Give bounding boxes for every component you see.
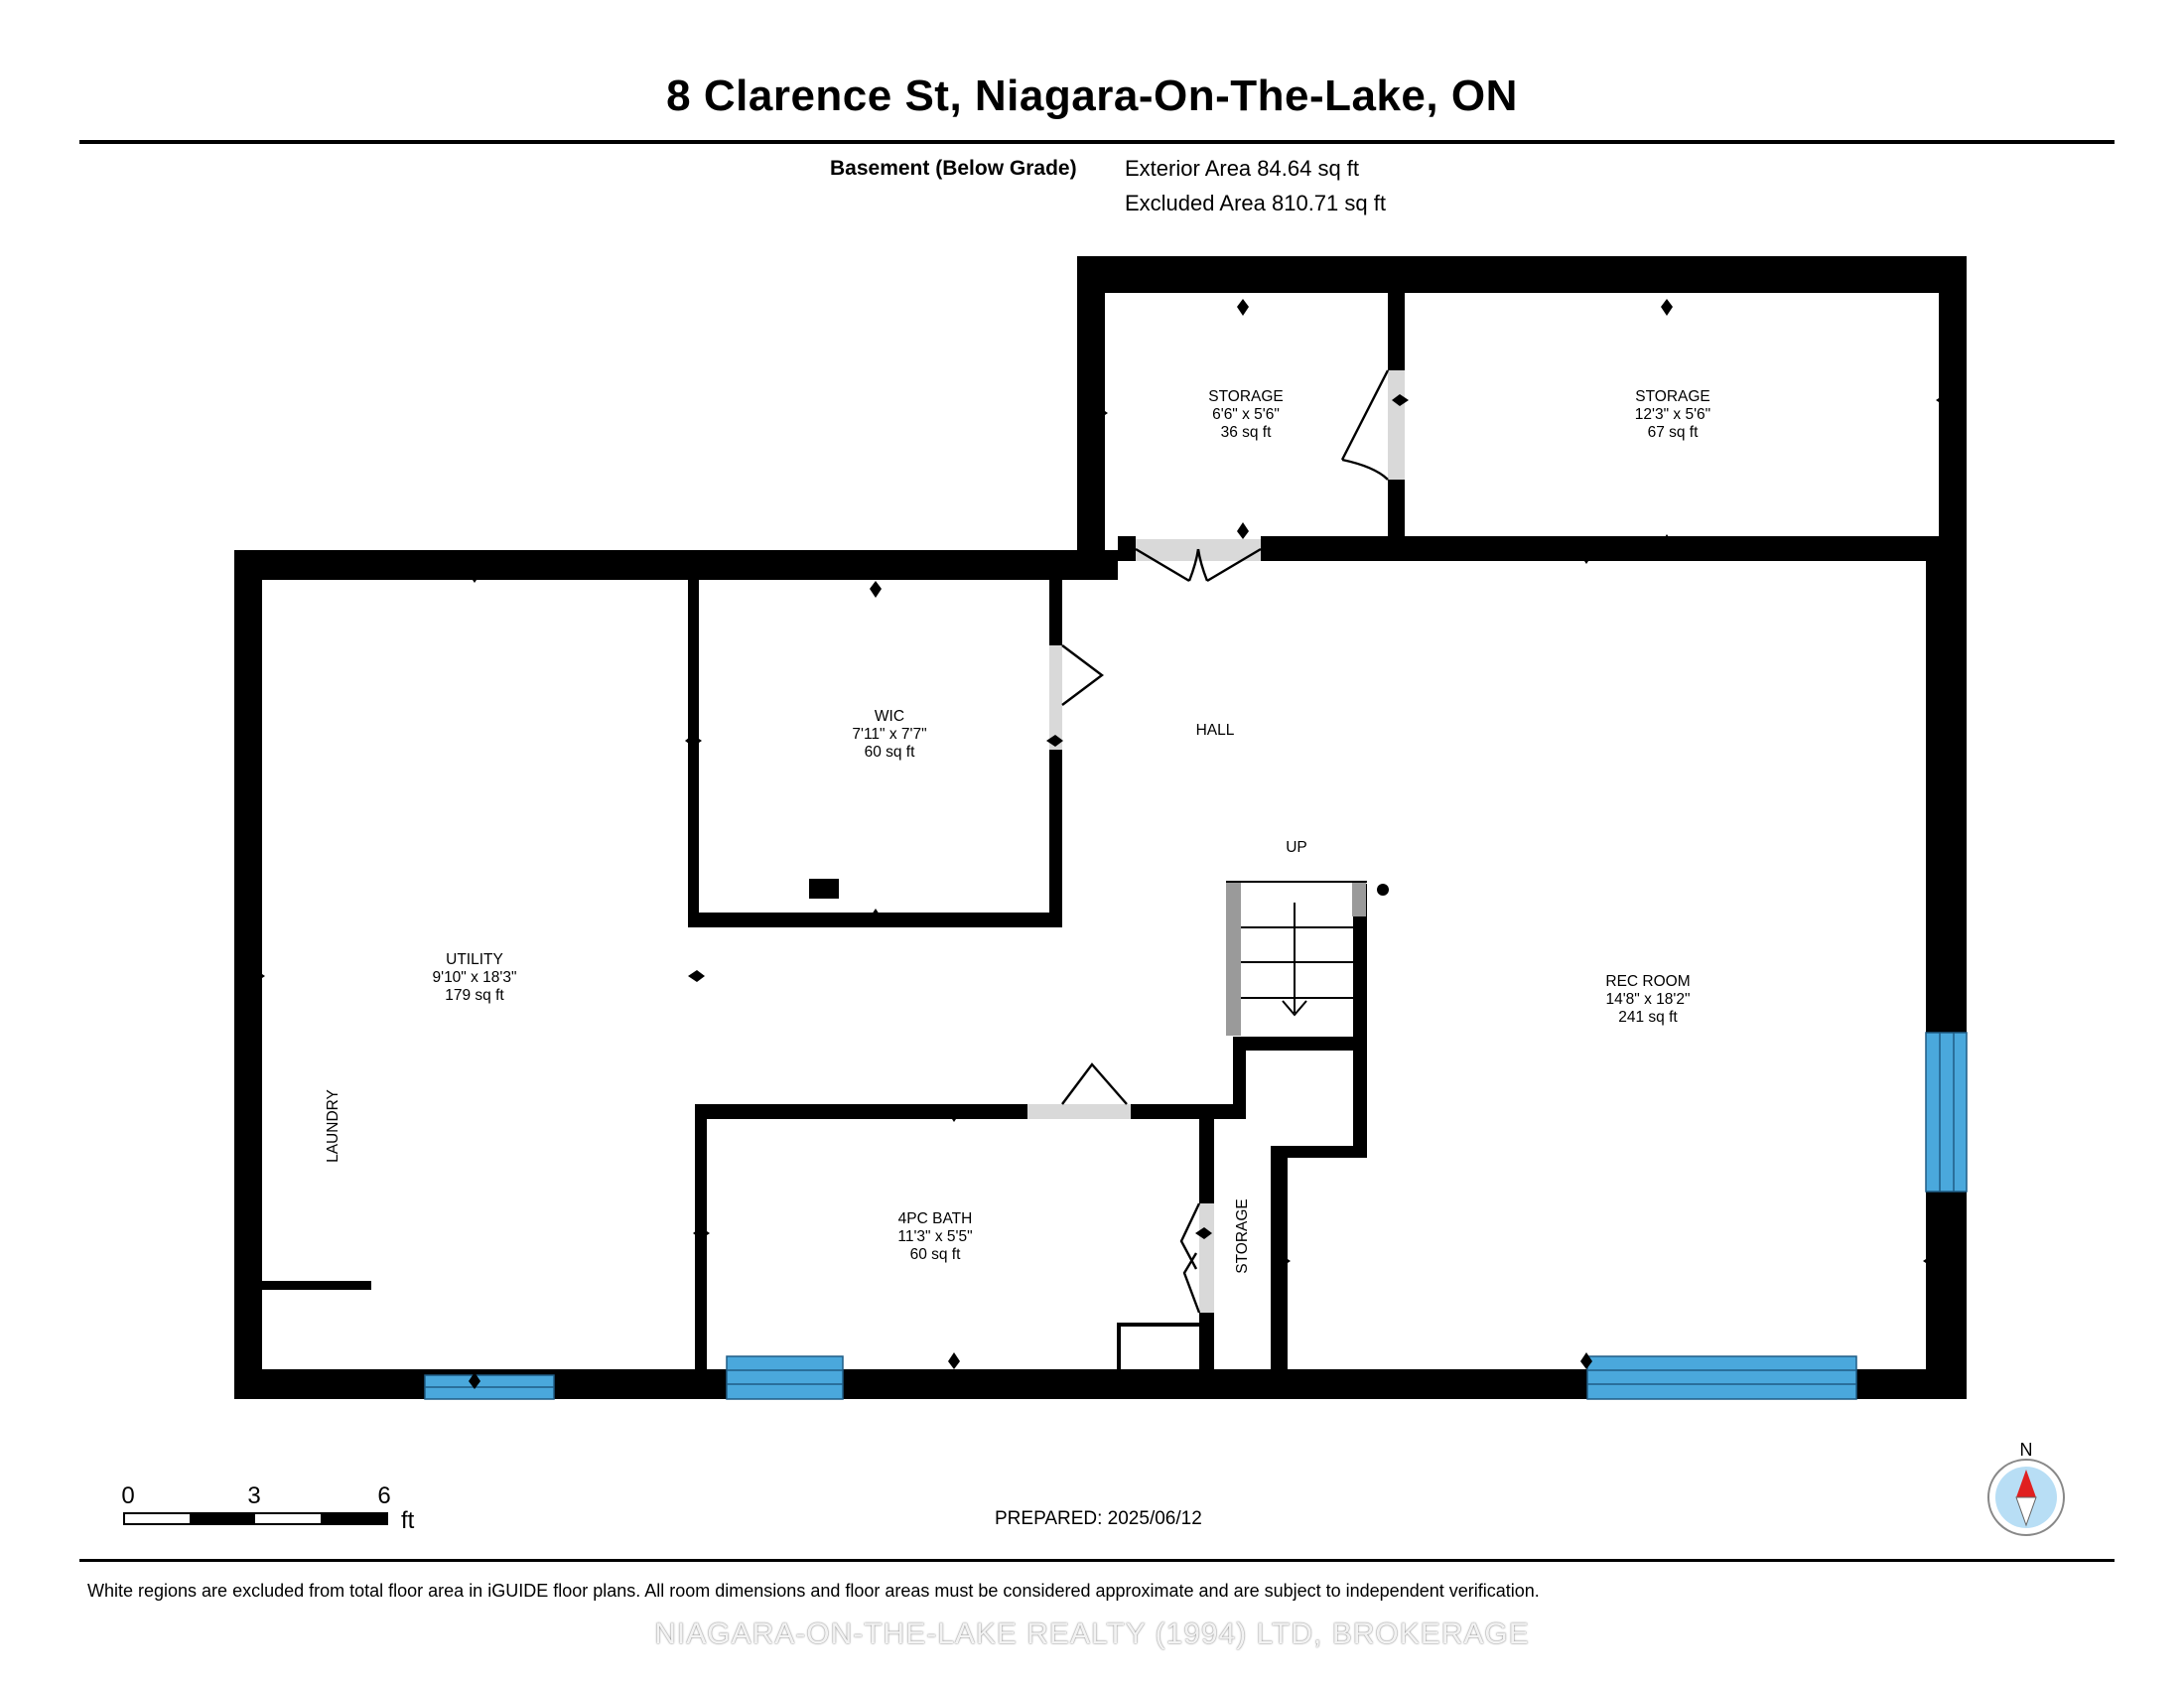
- storage-b-name: STORAGE: [1635, 388, 1710, 405]
- page-title: 8 Clarence St, Niagara-On-The-Lake, ON: [666, 71, 1518, 120]
- storage-a-area: 36 sq ft: [1221, 424, 1273, 441]
- storage-c-label: STORAGE: [1234, 1198, 1251, 1274]
- brokerage-watermark: NIAGARA-ON-THE-LAKE REALTY (1994) LTD, B…: [654, 1618, 1530, 1650]
- scale-bar: 0 3 6 ft: [121, 1482, 414, 1534]
- wic-area: 60 sq ft: [865, 744, 916, 761]
- walls: [234, 256, 1967, 1399]
- hall-name: HALL: [1196, 722, 1235, 739]
- floor-label: Basement (Below Grade): [830, 157, 1077, 180]
- stairs: [1226, 881, 1389, 1036]
- window-bath: [726, 1355, 844, 1400]
- storage-a-name: STORAGE: [1208, 388, 1284, 405]
- rec-room-dims: 14'8" x 18'2": [1605, 991, 1690, 1008]
- rec-room-area: 241 sq ft: [1618, 1009, 1678, 1026]
- window-rec-bottom: [1586, 1355, 1857, 1400]
- scale-unit: ft: [401, 1507, 415, 1534]
- room-labels: STORAGE 6'6" x 5'6" 36 sq ft STORAGE 12'…: [325, 388, 1710, 1274]
- wic-name: WIC: [875, 708, 904, 725]
- stairs-up-label: UP: [1286, 839, 1307, 856]
- storage-a-dims: 6'6" x 5'6": [1212, 406, 1280, 423]
- bath-area: 60 sq ft: [910, 1246, 962, 1263]
- wic-dims: 7'11" x 7'7": [852, 726, 926, 743]
- door-swings: [1061, 369, 1390, 1314]
- bath-dims: 11'3" x 5'5": [897, 1228, 972, 1245]
- footer-divider: [79, 1559, 2115, 1562]
- compass-north-label: N: [2020, 1440, 2033, 1460]
- bath-name: 4PC BATH: [898, 1210, 973, 1227]
- utility-area: 179 sq ft: [445, 987, 504, 1004]
- excluded-area-text: Excluded Area 810.71 sq ft: [1125, 191, 1386, 215]
- utility-name: UTILITY: [446, 951, 503, 968]
- exterior-area-text: Exterior Area 84.64 sq ft: [1125, 156, 1360, 181]
- rec-room-name: REC ROOM: [1605, 973, 1690, 990]
- window-rec-side: [1925, 1032, 1968, 1193]
- storage-b-area: 67 sq ft: [1648, 424, 1700, 441]
- north-compass-icon: N: [1987, 1440, 2065, 1536]
- window-utility: [424, 1374, 555, 1400]
- storage-b-dims: 12'3" x 5'6": [1635, 406, 1710, 423]
- laundry-label: LAUNDRY: [325, 1089, 341, 1163]
- utility-dims: 9'10" x 18'3": [432, 969, 516, 986]
- header-divider: [79, 140, 2115, 144]
- scale-tick-6: 6: [377, 1482, 390, 1509]
- scale-tick-0: 0: [121, 1482, 134, 1509]
- windows: [424, 1032, 1968, 1400]
- disclaimer-text: White regions are excluded from total fl…: [87, 1581, 1540, 1601]
- scale-tick-3: 3: [247, 1482, 260, 1509]
- prepared-date: PREPARED: 2025/06/12: [995, 1508, 1202, 1529]
